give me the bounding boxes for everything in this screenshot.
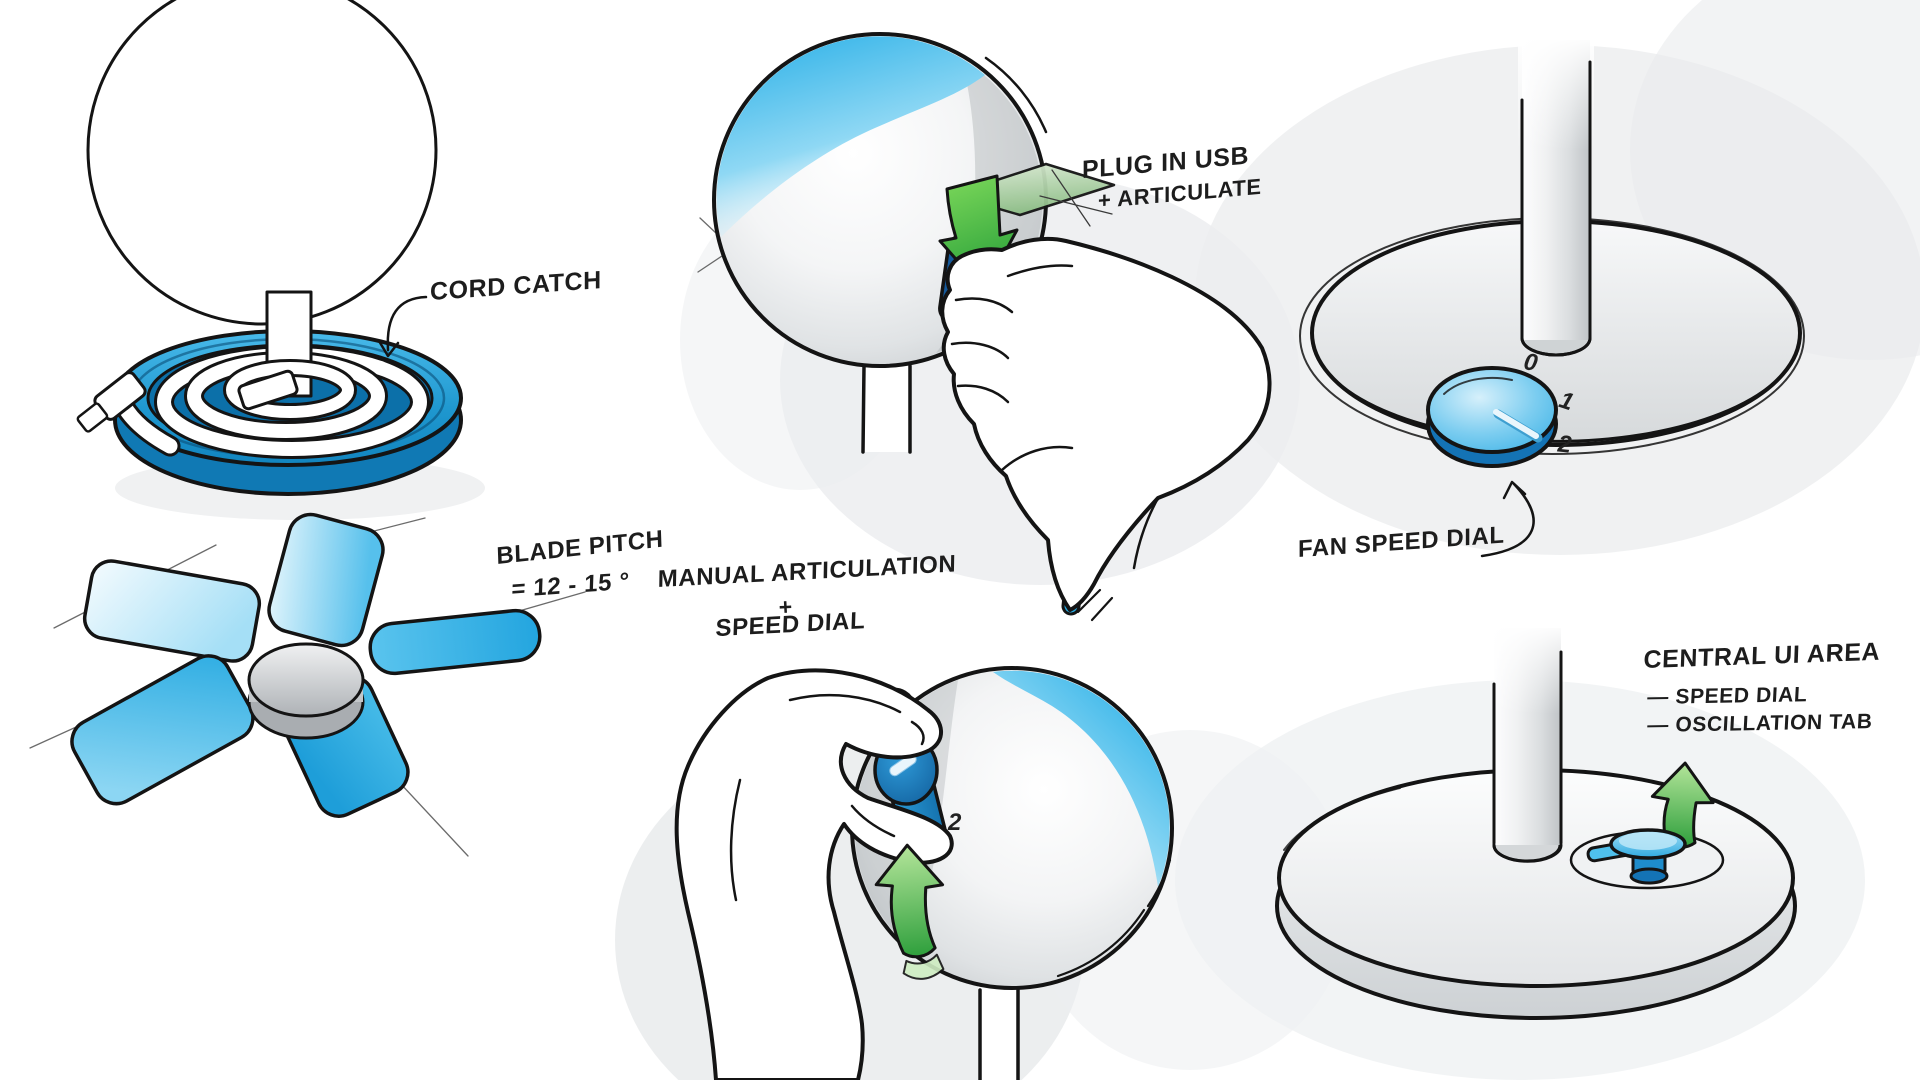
base-pole [1490,624,1565,863]
fan-hub [247,642,365,740]
hand-illustration [940,236,1272,612]
green-arrow-up-icon [874,843,945,980]
base-rim [1311,343,1801,443]
sketchy-arc [984,56,1048,134]
central-ui-base-sketch [1275,624,1797,1020]
speed-dial-illustration [1426,366,1558,468]
dial-mark-2: 2 [1556,430,1574,458]
hand-illustration [674,668,954,1080]
speed-dial-base-sketch: 0 1 2 [1299,35,1805,558]
sphere-blue-crescent [716,36,985,238]
fan-head-outline [86,0,438,326]
sphere-blue-crescent [993,670,1170,887]
inner-cord-loop [223,359,357,421]
central-ui-label-line3: — OSCILLATION TAB [1646,710,1874,738]
fan-blade [70,512,542,818]
dial-sphere-sketch: 0 2 [674,588,1174,1080]
sketchy-arcs [1056,588,1172,978]
dial-mark-2: 2 [947,809,962,836]
usb-sphere-sketch [697,32,1272,616]
cord-catch-sketch [76,0,485,520]
fan-speed-dial-leader-arrow [1480,480,1535,558]
sketchy-outline [1283,787,1401,851]
sphere-pole [861,360,912,454]
sphere-pole [978,986,1020,1080]
oscillation-knob-illustration [1586,828,1687,885]
fan-blades-sketch [29,512,586,857]
central-ui-label-line2: — SPEED DIAL [1646,683,1809,710]
base-pole [1518,35,1594,357]
usb-connector [76,371,147,433]
dial-mark-0: 0 [1522,348,1540,377]
cord-catch-leader-arrow [377,295,428,358]
cord-clip [237,369,299,411]
